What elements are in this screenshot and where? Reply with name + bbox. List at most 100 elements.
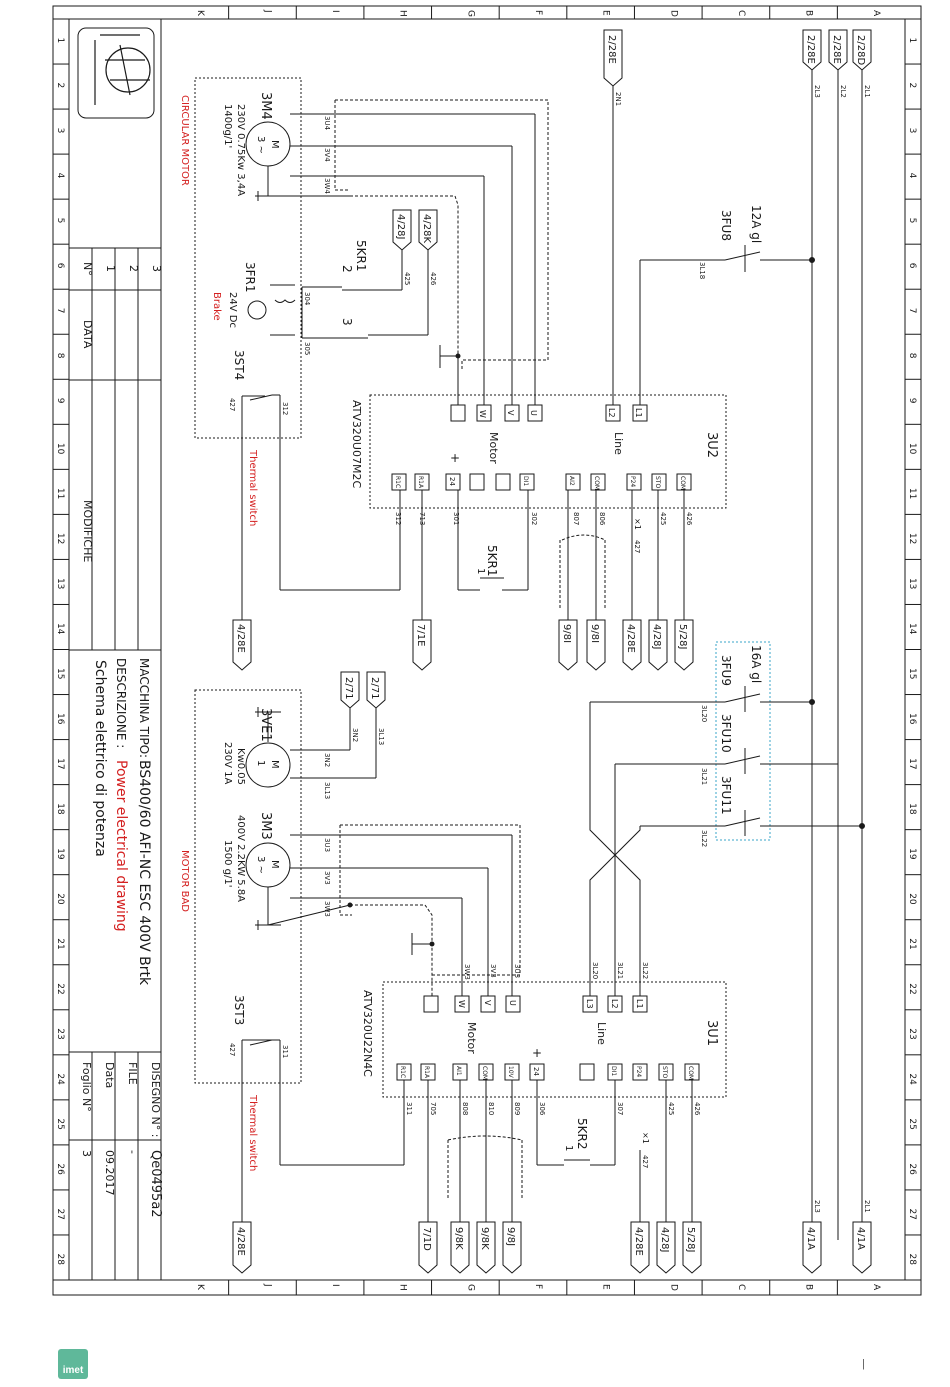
row-label-right: 22 (907, 983, 917, 994)
row-label-left: 1 (55, 38, 65, 44)
row-label-right: 25 (907, 1118, 917, 1129)
inverter-3u2-name: 3U2 (704, 432, 719, 458)
wire-3l22-b: 3L22 (641, 962, 649, 979)
row-label-left: 7 (55, 308, 65, 314)
wire-425: 425 (403, 272, 411, 285)
row-label-left: 6 (55, 263, 65, 269)
row-label-right: 17 (907, 758, 917, 769)
column-label-bottom: D (668, 1284, 678, 1291)
terminal-u: U (529, 410, 538, 416)
wire-2n1: 2N1 (614, 92, 622, 106)
wire-3l20: 3L20 (700, 705, 708, 722)
column-label-bottom: F (533, 1284, 543, 1289)
wire-3v4: 3V4 (323, 148, 331, 162)
row-label-right: 8 (907, 353, 917, 359)
row-label-right: 19 (907, 848, 917, 860)
wire-3v3: 3V3 (323, 871, 331, 885)
wire-3n2: 3N2 (351, 728, 359, 742)
wire-3n2-b: 3N2 (323, 753, 331, 767)
x1-top: ×1 (633, 518, 642, 530)
motor-3m4-spec1: 230V 0.75Kw 3,4A (235, 104, 246, 196)
wire-3v3-b: 3V3 (489, 964, 497, 978)
row-label-right: 26 (907, 1163, 917, 1175)
wire-427-mid: 427 (633, 540, 641, 553)
b-terminal-l1: L1 (635, 999, 644, 1009)
terminal-com: COM (593, 476, 600, 490)
macchina-value: BS400/60 AFI-NC ESC 400V Brtk (136, 760, 152, 986)
wire-426b: 426 (685, 512, 693, 526)
ref-a-2-28d: 2/28D (855, 35, 866, 65)
wire-427-b: 427 (228, 1043, 236, 1056)
row-label-left: 20 (55, 893, 65, 905)
b-wire-425: 425 (667, 1102, 675, 1115)
wire-2l1: 2L1 (863, 85, 871, 98)
b-ref-1: 7/1D (421, 1227, 432, 1251)
fuse-3fu10: 3FU10 (719, 714, 733, 753)
row-label-left: 5 (55, 218, 65, 224)
row-label-left: 27 (55, 1208, 65, 1219)
column-label-bottom: E (601, 1284, 611, 1290)
b-wire-810: 810 (487, 1102, 495, 1115)
wire-2l2: 2L2 (839, 85, 847, 98)
row-label-right: 7 (907, 308, 917, 314)
row-label-right: 9 (907, 398, 917, 404)
terminal-w: W (478, 410, 487, 418)
row-label-right: 3 (907, 128, 917, 134)
b-terminal-w: W (457, 1000, 466, 1008)
b-ref-6: 4/28J (659, 1227, 670, 1252)
terminal-v: V (506, 410, 515, 416)
row-label-right: 13 (907, 578, 917, 589)
wire-426: 426 (429, 272, 437, 286)
b-terminal-10v: 10V (507, 1066, 514, 1079)
wire-3w3-b: 3W3 (463, 964, 471, 980)
b-terminal-r1a: R1A (423, 1066, 430, 1079)
ref-c-2-28e: 2/28E (831, 35, 842, 64)
date-label: Data (103, 1062, 116, 1088)
fuse-16a-rating: 16A gl (749, 645, 763, 683)
row-label-left: 19 (55, 848, 65, 860)
wire-3l21-b: 3L21 (616, 962, 624, 979)
row-label-right: 14 (907, 623, 917, 635)
sheet-border (52, 5, 922, 1296)
terminal-ai2: AI2 (568, 476, 575, 486)
column-label-bottom: A (871, 1284, 881, 1291)
b-terminal-com: COM (481, 1066, 488, 1080)
b-ref-0: 4/28E (235, 1227, 246, 1256)
wire-3w3: 3W3 (323, 901, 331, 917)
b-terminal-l2: L2 (610, 999, 619, 1009)
column-label-bottom: K (195, 1284, 205, 1291)
row-label-left: 17 (55, 758, 65, 769)
wire-2l3: 2L3 (813, 85, 821, 98)
b-wire-809: 809 (513, 1102, 521, 1115)
descrizione-label: DESCRIZIONE : (114, 658, 128, 748)
row-label-right: 18 (907, 803, 917, 815)
thermal-switch-bottom: Thermal switch (247, 1094, 258, 1171)
ref-2-28e: 2/28E (606, 35, 617, 64)
relay-5kr2-name: 5KR2 (575, 1118, 589, 1149)
disegno-label: DISEGNO N° : (149, 1062, 162, 1138)
motor-3m3-spec2: 1500 g/1' (222, 840, 233, 887)
modifiche-label: MODIFICHE (81, 500, 94, 562)
macchina-label: MACCHINA TIPO: (137, 658, 151, 758)
relay-5kr1-name: 5KR1 (354, 240, 368, 271)
row-label-right: 11 (907, 488, 917, 499)
plus-top: + (450, 451, 460, 465)
row-label-left: 3 (55, 128, 65, 134)
wire-304: 304 (303, 292, 311, 306)
rev-number-2: 2 (127, 265, 140, 272)
row-label-right: 24 (907, 1073, 917, 1085)
row-label-left: 15 (55, 668, 65, 679)
motor-3m4-m: M (269, 140, 280, 149)
b-wire-808: 808 (461, 1102, 469, 1115)
b-ref-4: 9/8J (505, 1227, 516, 1246)
ref-bottom-4: 4/28E (625, 624, 636, 653)
terminal-di1: DI1 (522, 476, 529, 486)
b-ref-3: 9/8K (479, 1227, 490, 1250)
column-label-bottom: C (736, 1284, 746, 1290)
row-label-left: 13 (55, 578, 65, 589)
b-terminal-com2: COM (687, 1066, 694, 1080)
motor-3m4-spec2: 1400g/1' (222, 104, 233, 148)
rev-number-3: 3 (150, 265, 163, 272)
b-ref-9: 4/1A (855, 1227, 866, 1250)
